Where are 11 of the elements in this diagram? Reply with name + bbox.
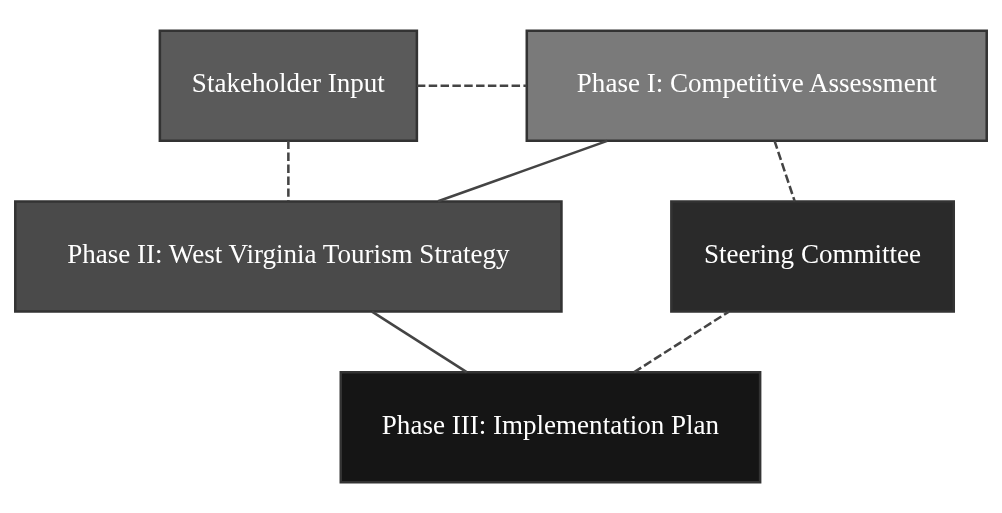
node-box: Stakeholder Input xyxy=(158,29,419,142)
node-box: Phase II: West Virginia Tourism Strategy xyxy=(14,200,563,313)
connector xyxy=(633,310,730,374)
connector xyxy=(287,140,290,202)
connector xyxy=(371,310,468,374)
node-box: Phase III: Implementation Plan xyxy=(339,371,762,484)
connector xyxy=(437,139,608,203)
node-box: Steering Committee xyxy=(670,200,955,313)
connector xyxy=(773,140,796,202)
node-box: Phase I: Competitive Assessment xyxy=(525,29,988,142)
connector xyxy=(416,84,527,87)
